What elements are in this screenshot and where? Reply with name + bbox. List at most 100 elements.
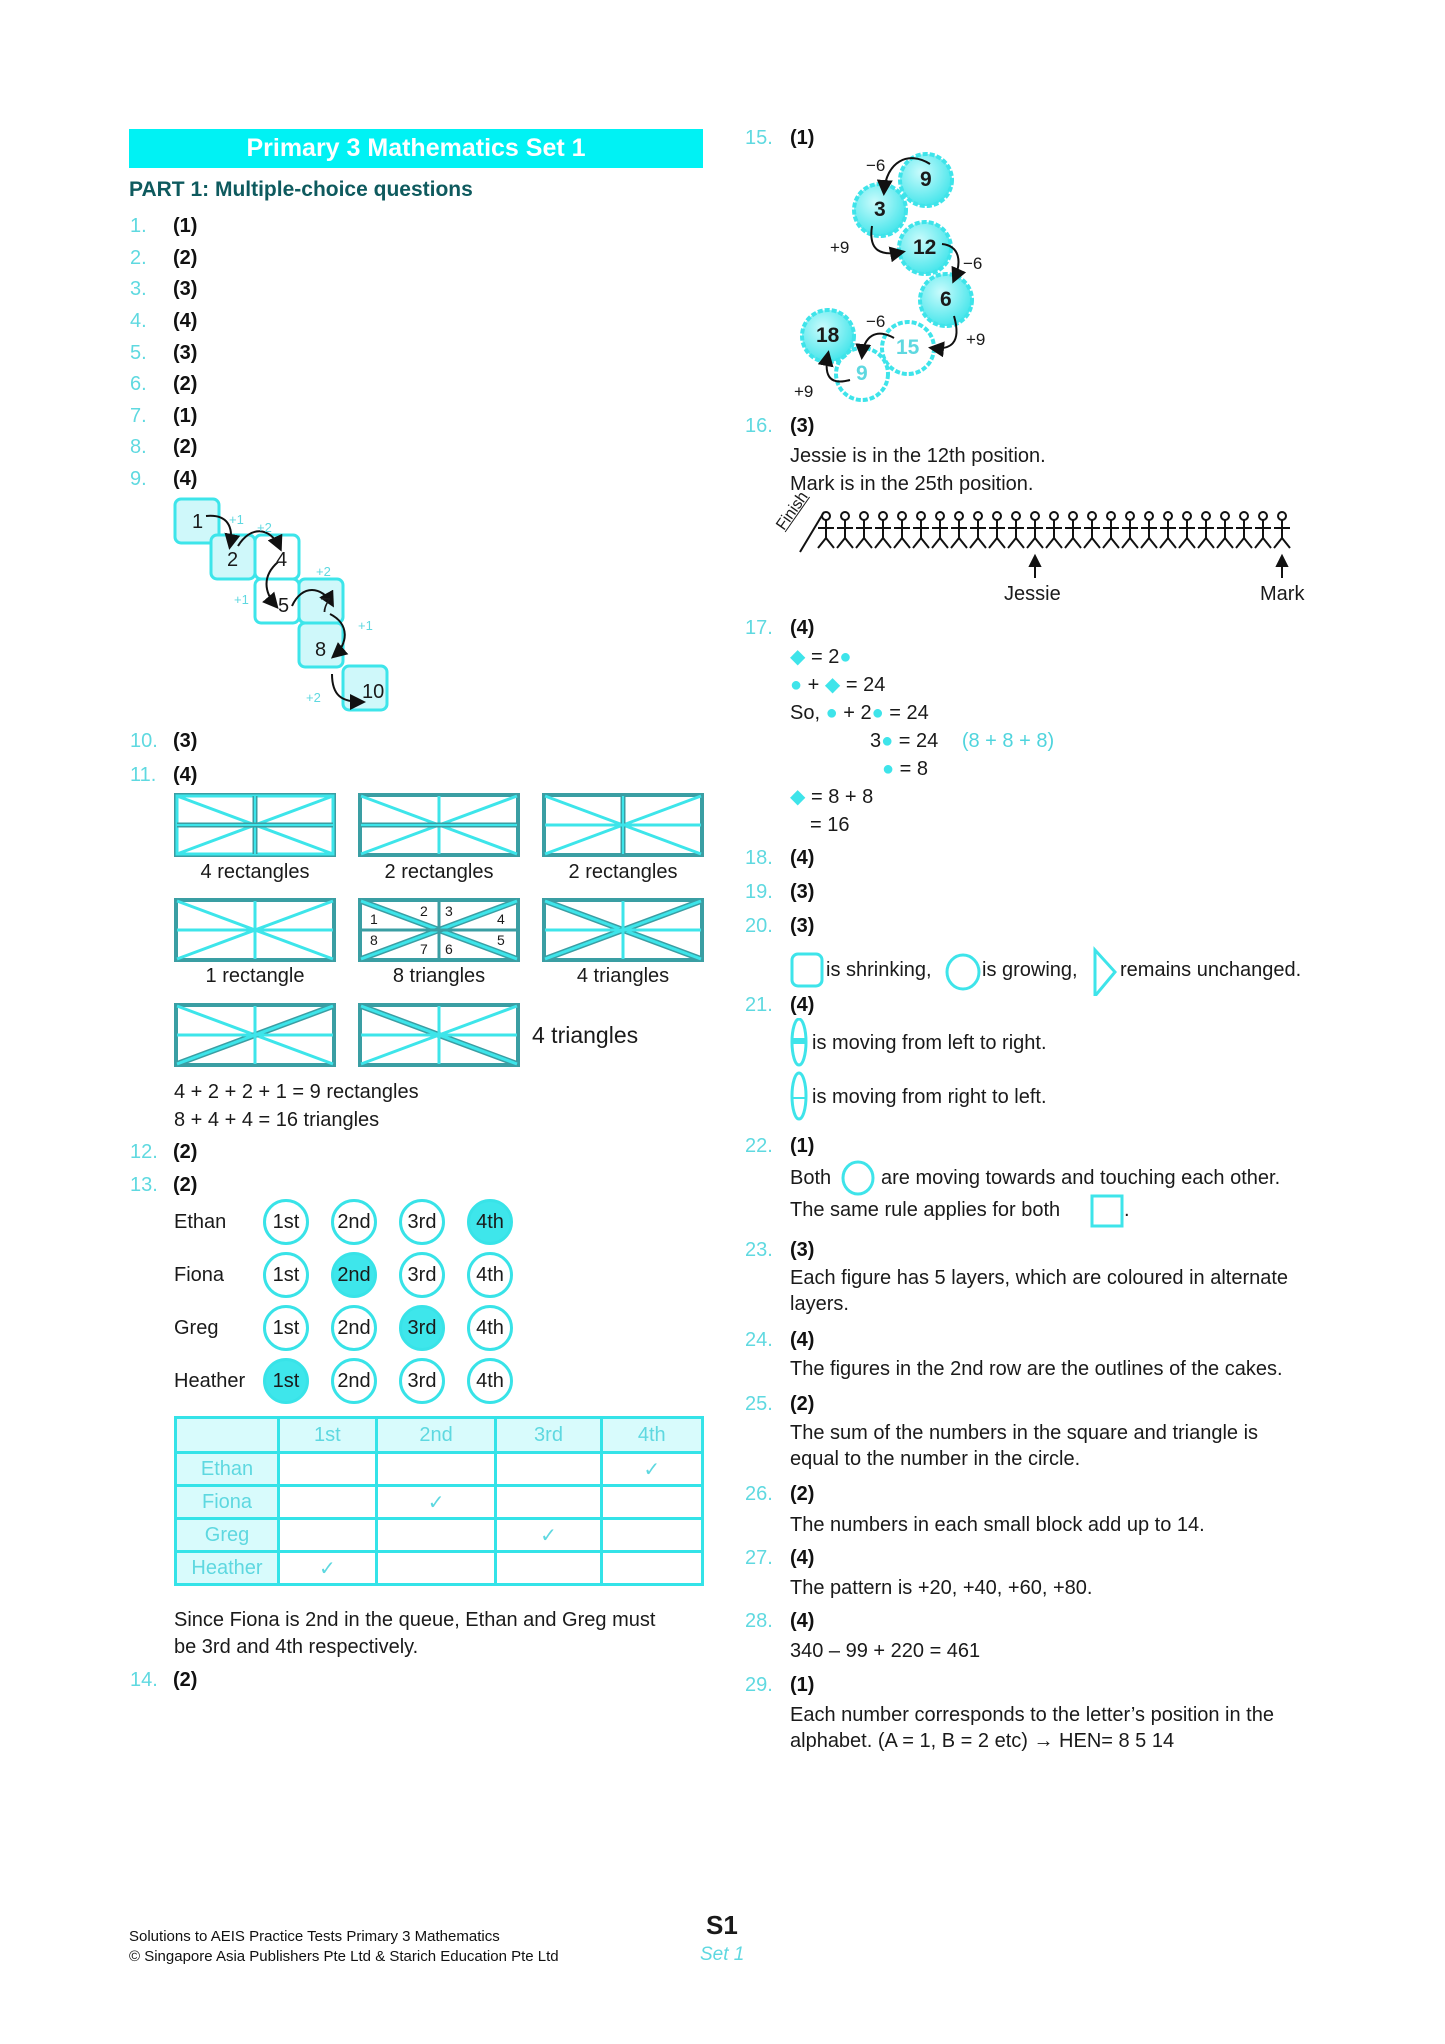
answer: (3) (173, 278, 198, 300)
dot-icon: ● (871, 702, 884, 724)
table-row: Fiona ✓ (174, 1484, 705, 1520)
table-cell (277, 1484, 378, 1520)
diamond-icon: ◆ (790, 786, 806, 808)
answer: (2) (790, 1393, 815, 1415)
answer: (4) (790, 1610, 815, 1632)
shape-description: remains unchanged. (1120, 959, 1302, 981)
rectangle-sum: 4 + 2 + 2 + 1 = 9 rectangles (174, 1081, 419, 1103)
table-header-cell: 2nd (374, 1416, 498, 1454)
answer: (1) (173, 215, 198, 237)
flower-number: 12 (913, 236, 937, 259)
question-number: 21. (745, 994, 773, 1016)
table-header-row: 1st 2nd 3rd 4th (174, 1416, 705, 1454)
answer: (3) (790, 881, 815, 903)
dot-icon: ● (790, 674, 803, 696)
question-number: 27. (745, 1547, 773, 1569)
question-number: 5. (130, 342, 147, 364)
explanation-text: Each figure has 5 layers, which are colo… (790, 1267, 1289, 1289)
flag-rectangle-icon (542, 793, 704, 857)
operation-label: −6 (963, 254, 983, 273)
circle-icon (841, 1160, 875, 1196)
answer: (1) (790, 1674, 815, 1696)
operation-label: +9 (966, 330, 986, 349)
table-cell (374, 1550, 498, 1586)
staircase-cell: 4 (276, 549, 288, 571)
staircase-cell: 5 (278, 595, 290, 617)
table-row: Ethan ✓ (174, 1451, 705, 1487)
figure-label: 8 triangles (392, 965, 486, 987)
person-name: Ethan (174, 1211, 227, 1233)
flag-rectangle-icon (174, 898, 336, 962)
equation-text: = 24 (845, 674, 886, 696)
figure-label: 4 triangles (576, 965, 670, 987)
dot-icon: ● (881, 730, 894, 752)
question-number: 19. (745, 881, 773, 903)
answer: (2) (173, 373, 198, 395)
jessie-label: Jessie (1004, 583, 1061, 605)
flower-number: 6 (940, 288, 952, 311)
operation-label: +9 (794, 382, 814, 401)
position-option: 1st (263, 1252, 309, 1298)
question-number: 6. (130, 373, 147, 395)
circle-icon (945, 953, 981, 991)
check-icon: ✓ (318, 1557, 336, 1580)
operation-label: +9 (830, 238, 850, 257)
triangle-number: 8 (370, 932, 378, 948)
question-number: 1. (130, 215, 147, 237)
explanation-text: Both (790, 1167, 832, 1189)
table-header-cell: 3rd (494, 1416, 603, 1454)
check-icon: ✓ (427, 1491, 445, 1514)
answer: (3) (790, 915, 815, 937)
staircase-cell: 2 (227, 549, 239, 571)
position-option: 2nd (331, 1199, 377, 1245)
answer: (3) (790, 415, 815, 437)
equation-text: = 24 (898, 730, 939, 752)
diamond-icon: ◆ (824, 674, 841, 696)
dot-icon: ● (825, 702, 838, 724)
question-number: 9. (130, 468, 147, 490)
check-icon: ✓ (643, 1458, 661, 1481)
shape-description: is shrinking, (826, 959, 932, 981)
square-icon (1090, 1194, 1124, 1228)
diamond-icon: ◆ (790, 646, 806, 668)
flower-number: 9 (856, 362, 868, 385)
equation-text: So, (790, 702, 821, 724)
question-number: 13. (130, 1174, 158, 1196)
mark-label: Mark (1260, 583, 1305, 605)
answer: (3) (173, 730, 198, 752)
question-number: 15. (745, 127, 773, 149)
explanation-text: The same rule applies for both (790, 1199, 1061, 1221)
answer: (2) (173, 1141, 198, 1163)
table-cell (494, 1484, 603, 1520)
explanation-text: layers. (790, 1293, 849, 1315)
triangle-icon (1093, 946, 1117, 996)
svg-text:+2: +2 (316, 564, 331, 579)
flower-chain-icon (800, 152, 974, 402)
answer: (2) (173, 1174, 198, 1196)
q13-position-table: 1st 2nd 3rd 4th Ethan ✓ Fiona ✓ Greg ✓ H… (174, 1416, 705, 1586)
position-option: 2nd (331, 1305, 377, 1351)
staircase-cell: 1 (192, 511, 204, 533)
answer: (1) (790, 1135, 815, 1157)
dot-icon: ● (839, 646, 852, 668)
answer: (1) (790, 127, 815, 149)
answer: (2) (790, 1483, 815, 1505)
figure-label: 2 rectangles (384, 861, 494, 883)
equation-text: = 8 + 8 (810, 786, 874, 808)
table-cell (494, 1550, 603, 1586)
set-label: Set 1 (700, 1944, 745, 1965)
page-title-bar: Primary 3 Mathematics Set 1 (129, 129, 703, 168)
q13-explanation: be 3rd and 4th respectively. (174, 1636, 419, 1658)
explanation-text: 340 – 99 + 220 = 461 (790, 1640, 981, 1662)
answer: (2) (173, 436, 198, 458)
equation-text: = 16 (810, 814, 850, 836)
position-option-selected: 4th (467, 1199, 513, 1245)
table-header-cell: 4th (599, 1416, 705, 1454)
triangle-number: 2 (420, 903, 428, 919)
operation-label: −6 (866, 312, 886, 331)
triangle-number: 7 (420, 941, 428, 957)
flag-rectangle-numbered-icon (358, 898, 520, 962)
table-header-cell (174, 1416, 280, 1454)
svg-text:+1: +1 (234, 592, 249, 607)
figure-label: 4 triangles (532, 1022, 639, 1048)
